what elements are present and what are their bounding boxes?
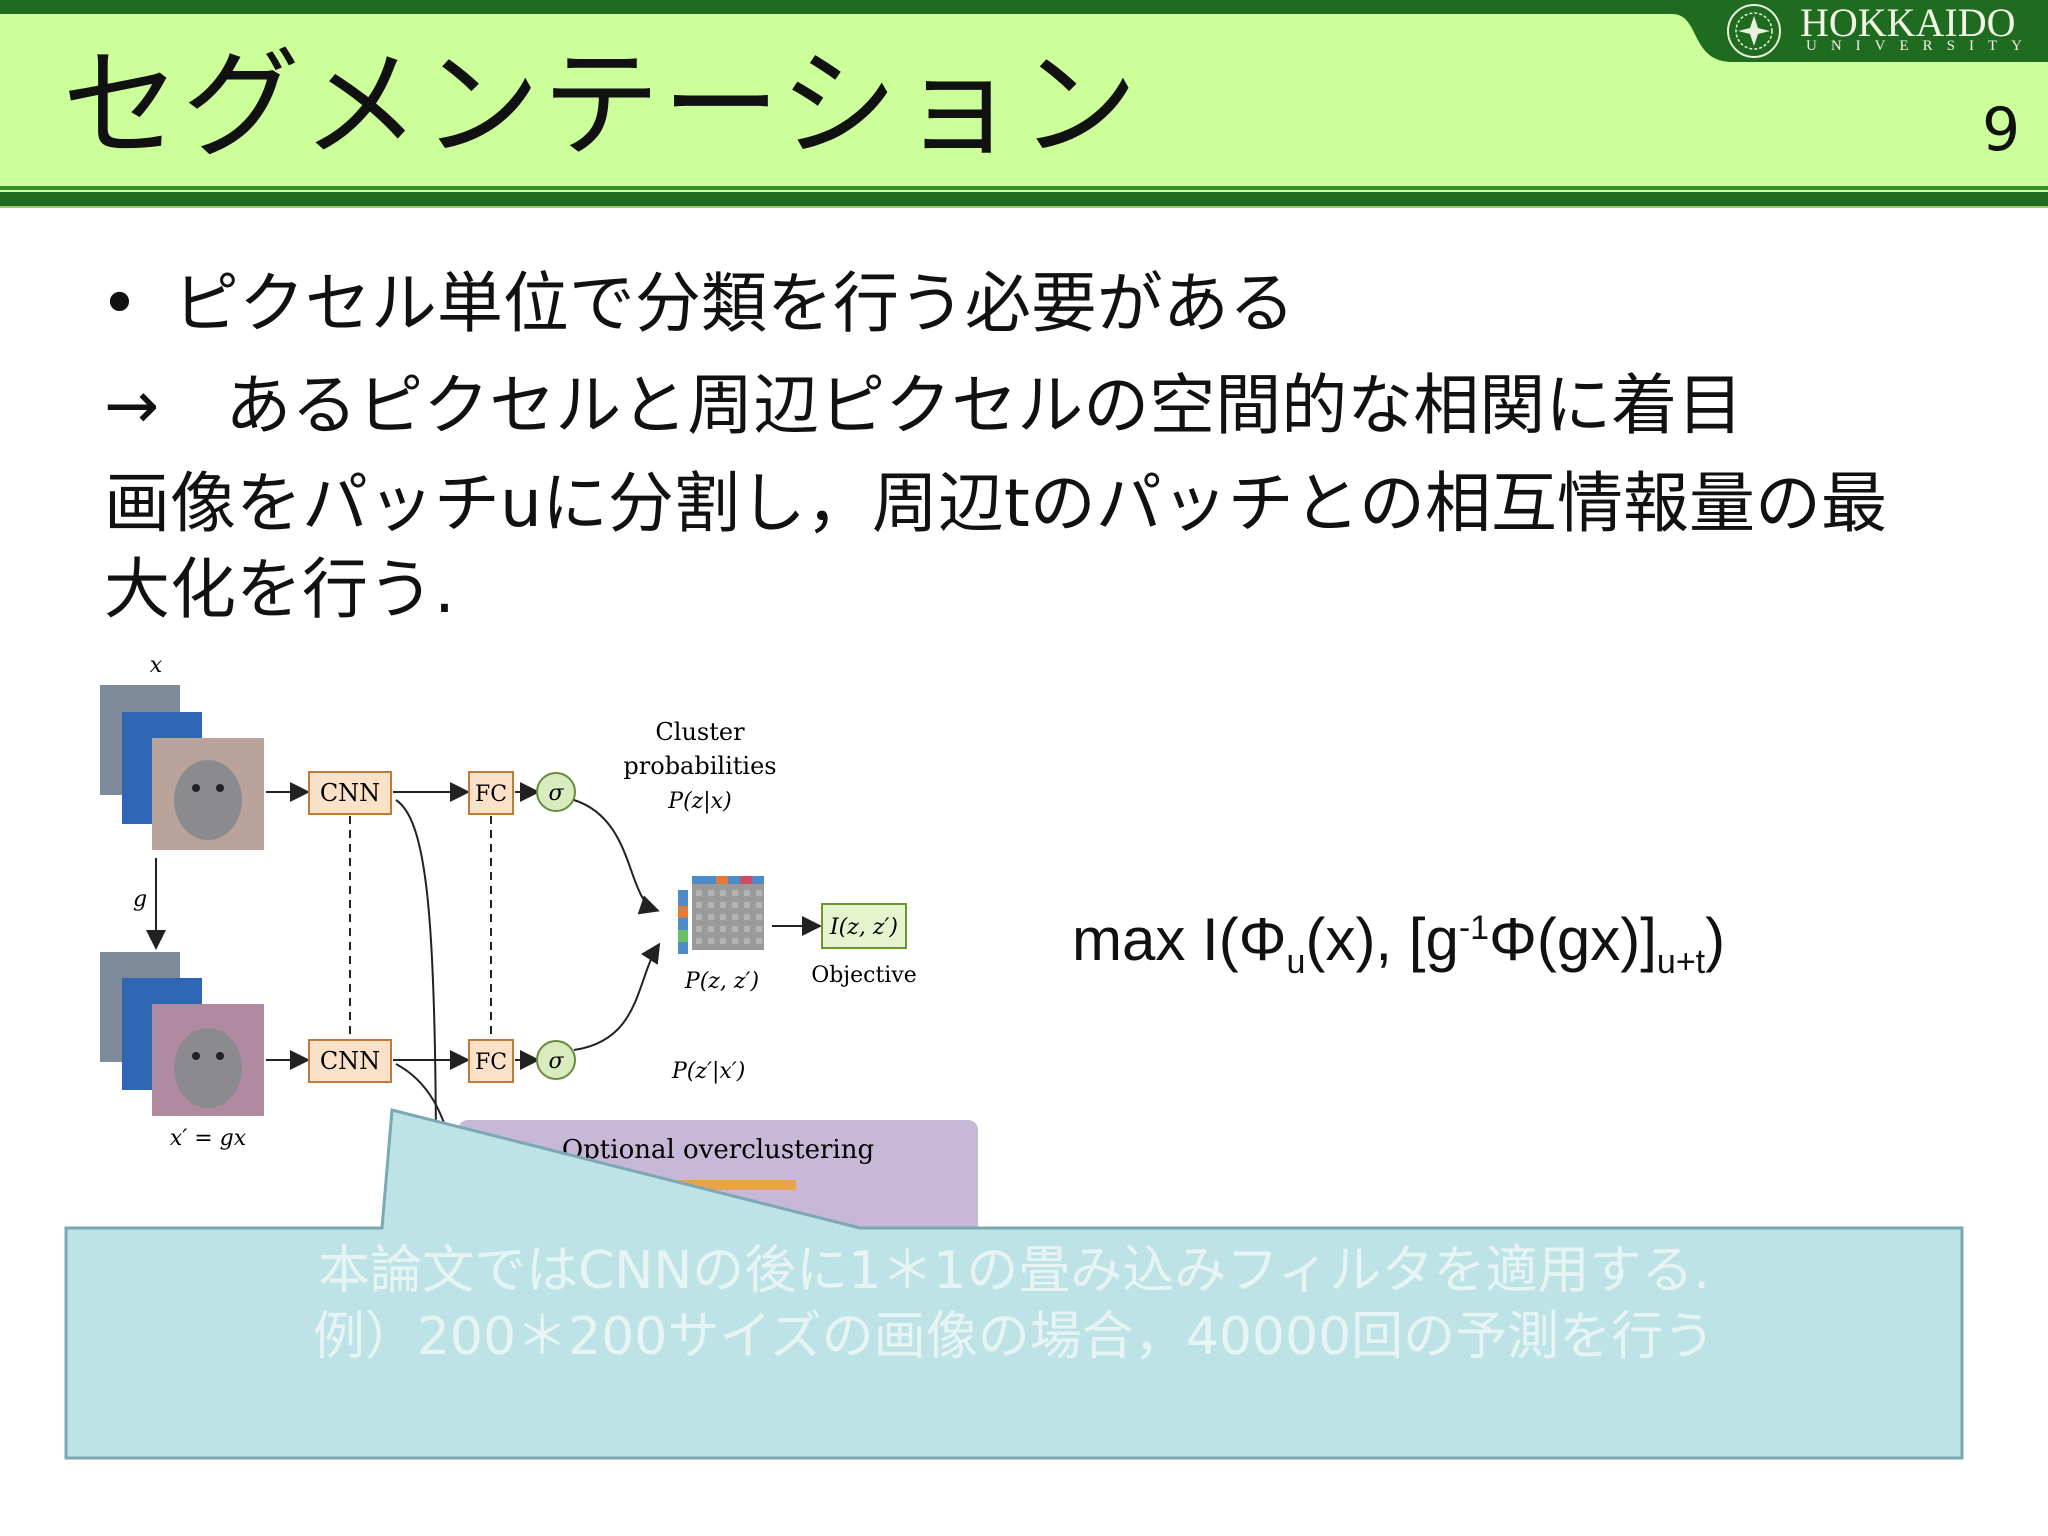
slide-title: セグメンテーション: [62, 36, 1140, 174]
bullet-text: ピクセル単位で分類を行う必要がある: [172, 265, 1295, 342]
joint-matrix: [678, 876, 764, 954]
cnn-box-bottom: [308, 1039, 392, 1083]
objective-box: [821, 903, 907, 949]
cnn-box-top: [308, 771, 392, 815]
input-image-stack-top: [100, 685, 264, 850]
callout-line-2: 例）200＊200サイズの画像の場合，40000回の予測を行う: [312, 1307, 1716, 1367]
arrow-line: → あるピクセルと周辺ピクセルの空間的な相関に着目: [104, 366, 1743, 446]
university-name: HOKKAIDO: [1800, 0, 2016, 45]
header-band: [0, 0, 2048, 208]
iic-diagram: x g x′ = gx CNN CNN FC FC σ σ C: [100, 653, 978, 1250]
cluster-title-1: Cluster: [655, 718, 745, 746]
university-subtitle: UNIVERSITY: [1806, 38, 2036, 54]
fc-label-top: FC: [475, 782, 507, 807]
paragraph-line-2: 大化を行う.: [104, 551, 455, 628]
x-prime-label: x′ = gx: [170, 1126, 247, 1151]
joint-label: P(z, z′): [684, 969, 759, 994]
sigma-node-top: [536, 772, 576, 812]
objective-formula: I(z, z′): [829, 915, 898, 940]
p-zprime-given-xprime: P(z′|x′): [671, 1059, 745, 1084]
cluster-title-2: probabilities: [623, 752, 776, 780]
bullet-line: • ピクセル単位で分類を行う必要がある: [100, 264, 1295, 344]
bullet-icon: •: [100, 265, 139, 342]
sigma-label-top: σ: [548, 781, 564, 806]
mutual-information-formula: max I(Φu(x), [g-1Φ(gx)]u+t): [1072, 906, 1726, 981]
callout-line-1: 本論文ではCNNの後に1＊1の畳み込みフィルタを適用する.: [318, 1241, 1710, 1301]
input-image-stack-bottom: [100, 952, 264, 1116]
p-z-given-x: P(z|x): [667, 789, 731, 814]
fc-box-top: [468, 771, 514, 815]
university-seal-icon: [1727, 4, 1781, 58]
sigma-label-bottom: σ: [548, 1049, 564, 1074]
arrow-text: あるピクセルと周辺ピクセルの空間的な相関に着目: [225, 367, 1744, 444]
callout-text: 本論文ではCNNの後に1＊1の畳み込みフィルタを適用する. 例）200＊200サ…: [68, 1238, 1960, 1370]
fc-label-bottom: FC: [475, 1050, 507, 1075]
objective-label: Objective: [811, 963, 917, 988]
overclustering-label: Optional overclustering: [562, 1135, 874, 1165]
sigma-node-bottom: [536, 1040, 576, 1080]
arrow-icon: →: [104, 367, 160, 444]
cnn-label-top: CNN: [320, 779, 380, 807]
x-label: x: [150, 653, 163, 678]
g-label: g: [133, 887, 147, 912]
cnn-label-bottom: CNN: [320, 1047, 380, 1075]
paragraph-line-1: 画像をパッチuに分割し，周辺tのパッチとの相互情報量の最: [104, 465, 1888, 542]
fc-box-bottom: [468, 1039, 514, 1083]
slide-number: 9: [1982, 95, 2021, 165]
